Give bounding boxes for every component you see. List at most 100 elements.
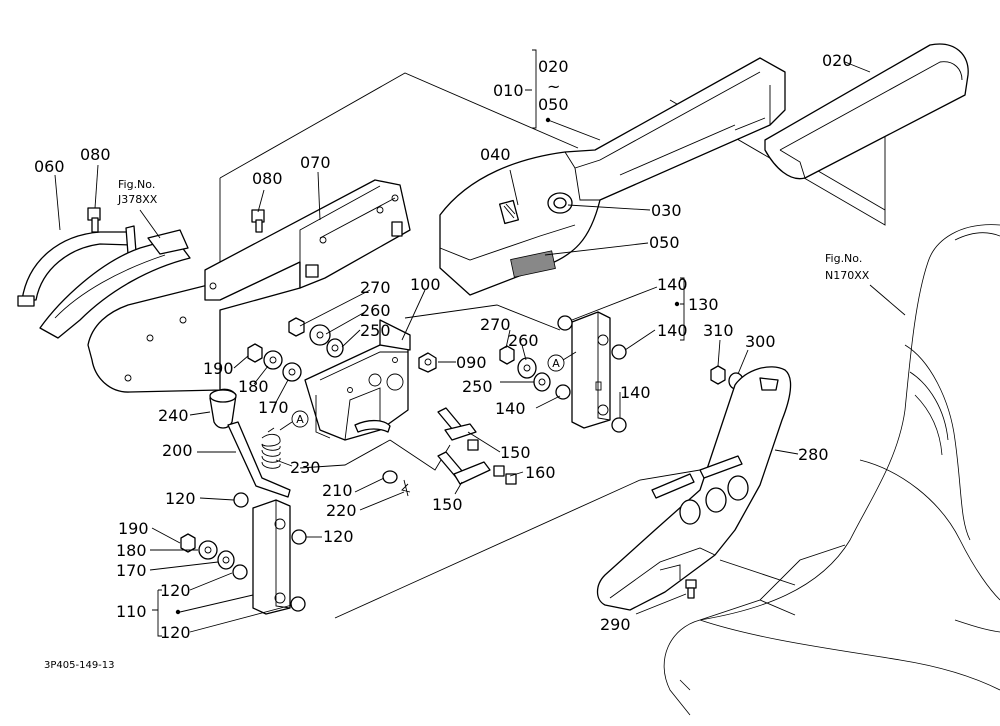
nut-270-right — [499, 345, 515, 365]
washer-250-left — [326, 338, 344, 358]
label-140-c: 140 — [495, 399, 526, 418]
label-120-c: 120 — [160, 581, 191, 600]
bolt-080-left — [87, 207, 101, 233]
assembly-guide-lines — [219, 72, 886, 621]
bushing-140-b — [611, 344, 627, 360]
fig-ref-right-line1: Fig.No. — [825, 252, 862, 265]
label-120-d: 120 — [160, 623, 191, 642]
label-140-a: 140 — [657, 275, 688, 294]
link-bar-110 — [252, 499, 291, 615]
washer-170-top — [282, 362, 302, 382]
washer-260-right — [517, 357, 537, 379]
label-200: 200 — [162, 441, 193, 460]
label-170-top: 170 — [258, 398, 289, 417]
figure-reference-right: Fig.No. N170XX — [825, 252, 870, 282]
bushing-120-b — [291, 529, 307, 545]
washer-170-bottom — [217, 550, 235, 570]
label-080-right: 080 — [252, 169, 283, 188]
washer-210 — [382, 470, 398, 484]
bolt-160-b — [493, 465, 505, 477]
washer-180-top — [263, 350, 283, 370]
reference-mark-a-left: A — [279, 410, 309, 431]
label-270-right: 270 — [480, 315, 511, 334]
reference-mark-a-right-text: A — [552, 357, 560, 370]
washer-250-right — [533, 372, 551, 392]
label-040: 040 — [480, 145, 511, 164]
label-100: 100 — [410, 275, 441, 294]
strap-060 — [17, 225, 137, 307]
reference-mark-a-right: A — [547, 351, 577, 372]
label-230: 230 — [290, 458, 321, 477]
label-190-top: 190 — [203, 359, 234, 378]
seat-outline — [663, 224, 1000, 716]
label-270-left: 270 — [360, 278, 391, 297]
armrest-body — [439, 57, 786, 296]
label-090: 090 — [456, 353, 487, 372]
label-120-b: 120 — [323, 527, 354, 546]
bolt-160-a — [467, 439, 479, 451]
nut-190-bottom — [180, 533, 196, 553]
label-280: 280 — [798, 445, 829, 464]
label-250-left: 250 — [360, 321, 391, 340]
label-150-upper: 150 — [500, 443, 531, 462]
dot-110 — [175, 609, 181, 615]
leader-lines — [54, 49, 906, 637]
fender-plate — [39, 229, 191, 339]
screw-290 — [685, 579, 697, 599]
label-140-d: 140 — [620, 383, 651, 402]
fig-ref-left-line1: Fig.No. — [118, 178, 155, 191]
label-120-a: 120 — [165, 489, 196, 508]
label-140-b: 140 — [657, 321, 688, 340]
pin-150-lower — [437, 451, 491, 485]
label-020-top: 020 — [538, 57, 569, 76]
armrest-knob — [547, 192, 573, 214]
label-310: 310 — [703, 321, 734, 340]
bushing-120-a — [233, 492, 249, 508]
bracket-100 — [304, 319, 411, 441]
washer-180-bottom — [198, 540, 218, 560]
bushing-140-a — [557, 315, 573, 331]
label-050: 050 — [649, 233, 680, 252]
bolt-160-c — [505, 473, 517, 485]
label-210: 210 — [322, 481, 353, 500]
fig-ref-right-line2: N170XX — [825, 269, 870, 282]
dot-010 — [545, 117, 551, 123]
nut-190-top — [247, 343, 263, 363]
pin-150-upper — [437, 407, 477, 441]
washer-260-left — [309, 324, 331, 346]
label-260-right: 260 — [508, 331, 539, 350]
label-010: 010 — [493, 81, 524, 100]
label-180-bottom: 180 — [116, 541, 147, 560]
plate-280 — [596, 366, 792, 611]
label-240: 240 — [158, 406, 189, 425]
lever-200 — [227, 421, 291, 498]
label-290: 290 — [600, 615, 631, 634]
figure-reference-left: Fig.No. J378XX — [117, 178, 158, 206]
label-060: 060 — [34, 157, 65, 176]
label-070: 070 — [300, 153, 331, 172]
reference-mark-a-left-text: A — [296, 413, 304, 426]
label-300: 300 — [745, 332, 776, 351]
label-030: 030 — [651, 201, 682, 220]
armrest-cushion — [764, 43, 969, 180]
bushing-140-d — [611, 417, 627, 433]
bushing-120-d — [290, 596, 306, 612]
label-020-cushion: 020 — [822, 51, 853, 70]
label-220: 220 — [326, 501, 357, 520]
label-130: 130 — [688, 295, 719, 314]
frame-bracket-070 — [87, 179, 411, 393]
lever-knob-240 — [209, 388, 237, 429]
label-250-right: 250 — [462, 377, 493, 396]
nut-270-left — [288, 317, 305, 337]
label-180-top: 180 — [238, 377, 269, 396]
bolt-080-right — [251, 209, 265, 233]
drawing-code: 3P405-149-13 — [44, 660, 115, 671]
dot-130 — [674, 301, 680, 307]
label-tilde: ~ — [547, 77, 560, 96]
label-160: 160 — [525, 463, 556, 482]
nut-310 — [710, 365, 726, 385]
label-150-lower: 150 — [432, 495, 463, 514]
link-bar-130 — [571, 311, 611, 429]
label-080-left: 080 — [80, 145, 111, 164]
